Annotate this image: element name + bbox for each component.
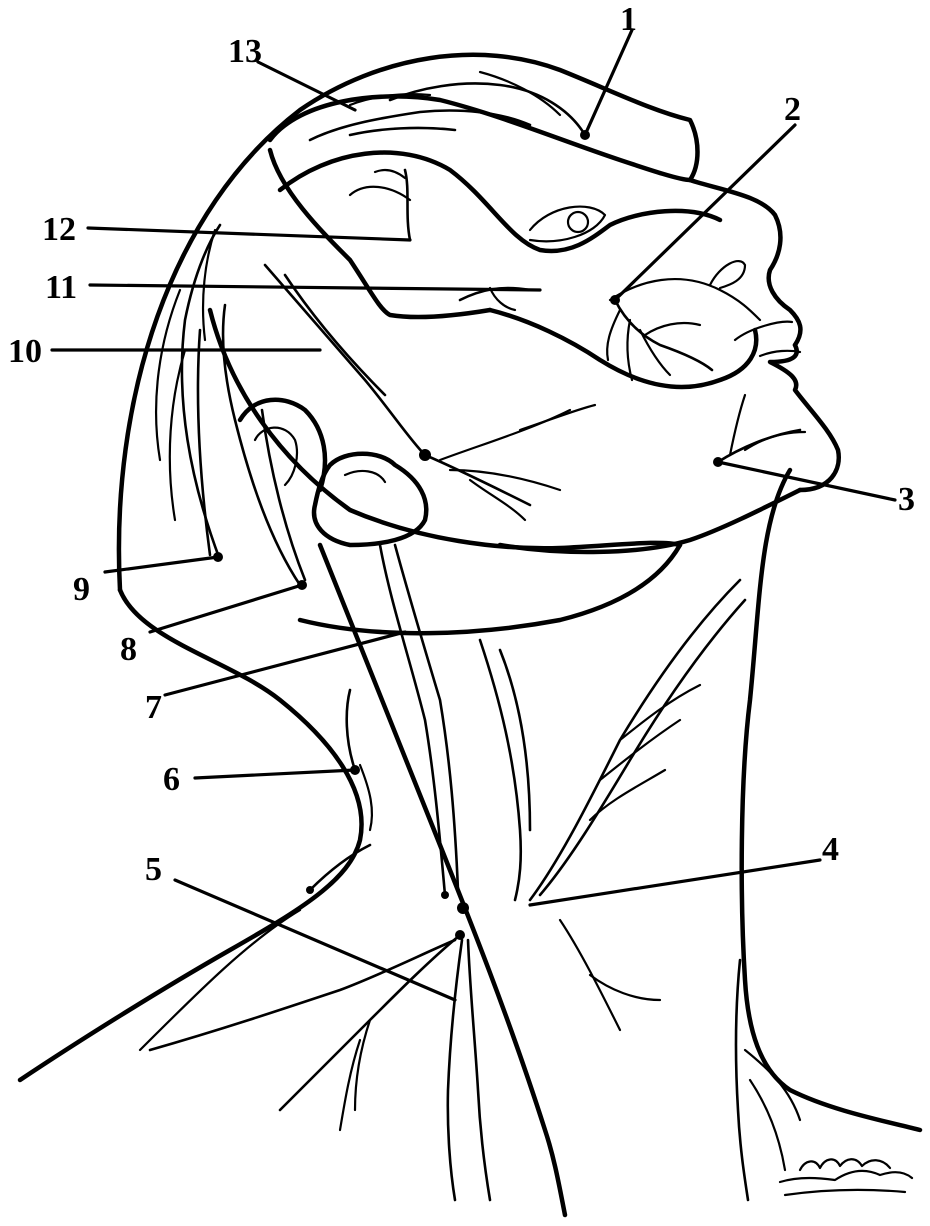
neck-nerves [150,545,800,1215]
artist-signature [780,1159,912,1195]
leader-4 [530,860,820,905]
leader-11 [90,285,540,290]
label-5: 5 [145,851,162,888]
endpoint-10 [419,449,431,461]
label-6: 6 [163,761,180,798]
label-10: 10 [8,333,42,370]
label-12: 12 [42,211,76,248]
label-8: 8 [120,631,137,668]
infraorbital-nerves [607,300,712,380]
label-4: 4 [822,831,839,868]
face-regions [210,96,800,633]
mental-nerve [718,395,805,462]
label-13: 13 [228,33,262,70]
leader-lines [52,30,895,1000]
label-3: 3 [898,481,915,518]
label-7: 7 [145,689,162,726]
endpoint-5 [455,930,465,940]
label-1: 1 [620,1,637,38]
endpoint-4 [457,902,469,914]
leader-3 [718,462,895,500]
leader-12 [88,228,410,240]
leader-9 [105,557,218,572]
label-9: 9 [73,571,90,608]
leader-6 [195,770,355,778]
label-2: 2 [784,91,801,128]
endpoint-shoulder [306,886,314,894]
leader-8 [150,585,302,632]
endpoint-neck [441,891,449,899]
number-labels: 1 2 3 4 5 6 7 8 9 10 11 12 13 [8,1,915,888]
scalp-nerves [156,225,305,585]
label-11: 11 [45,269,77,306]
